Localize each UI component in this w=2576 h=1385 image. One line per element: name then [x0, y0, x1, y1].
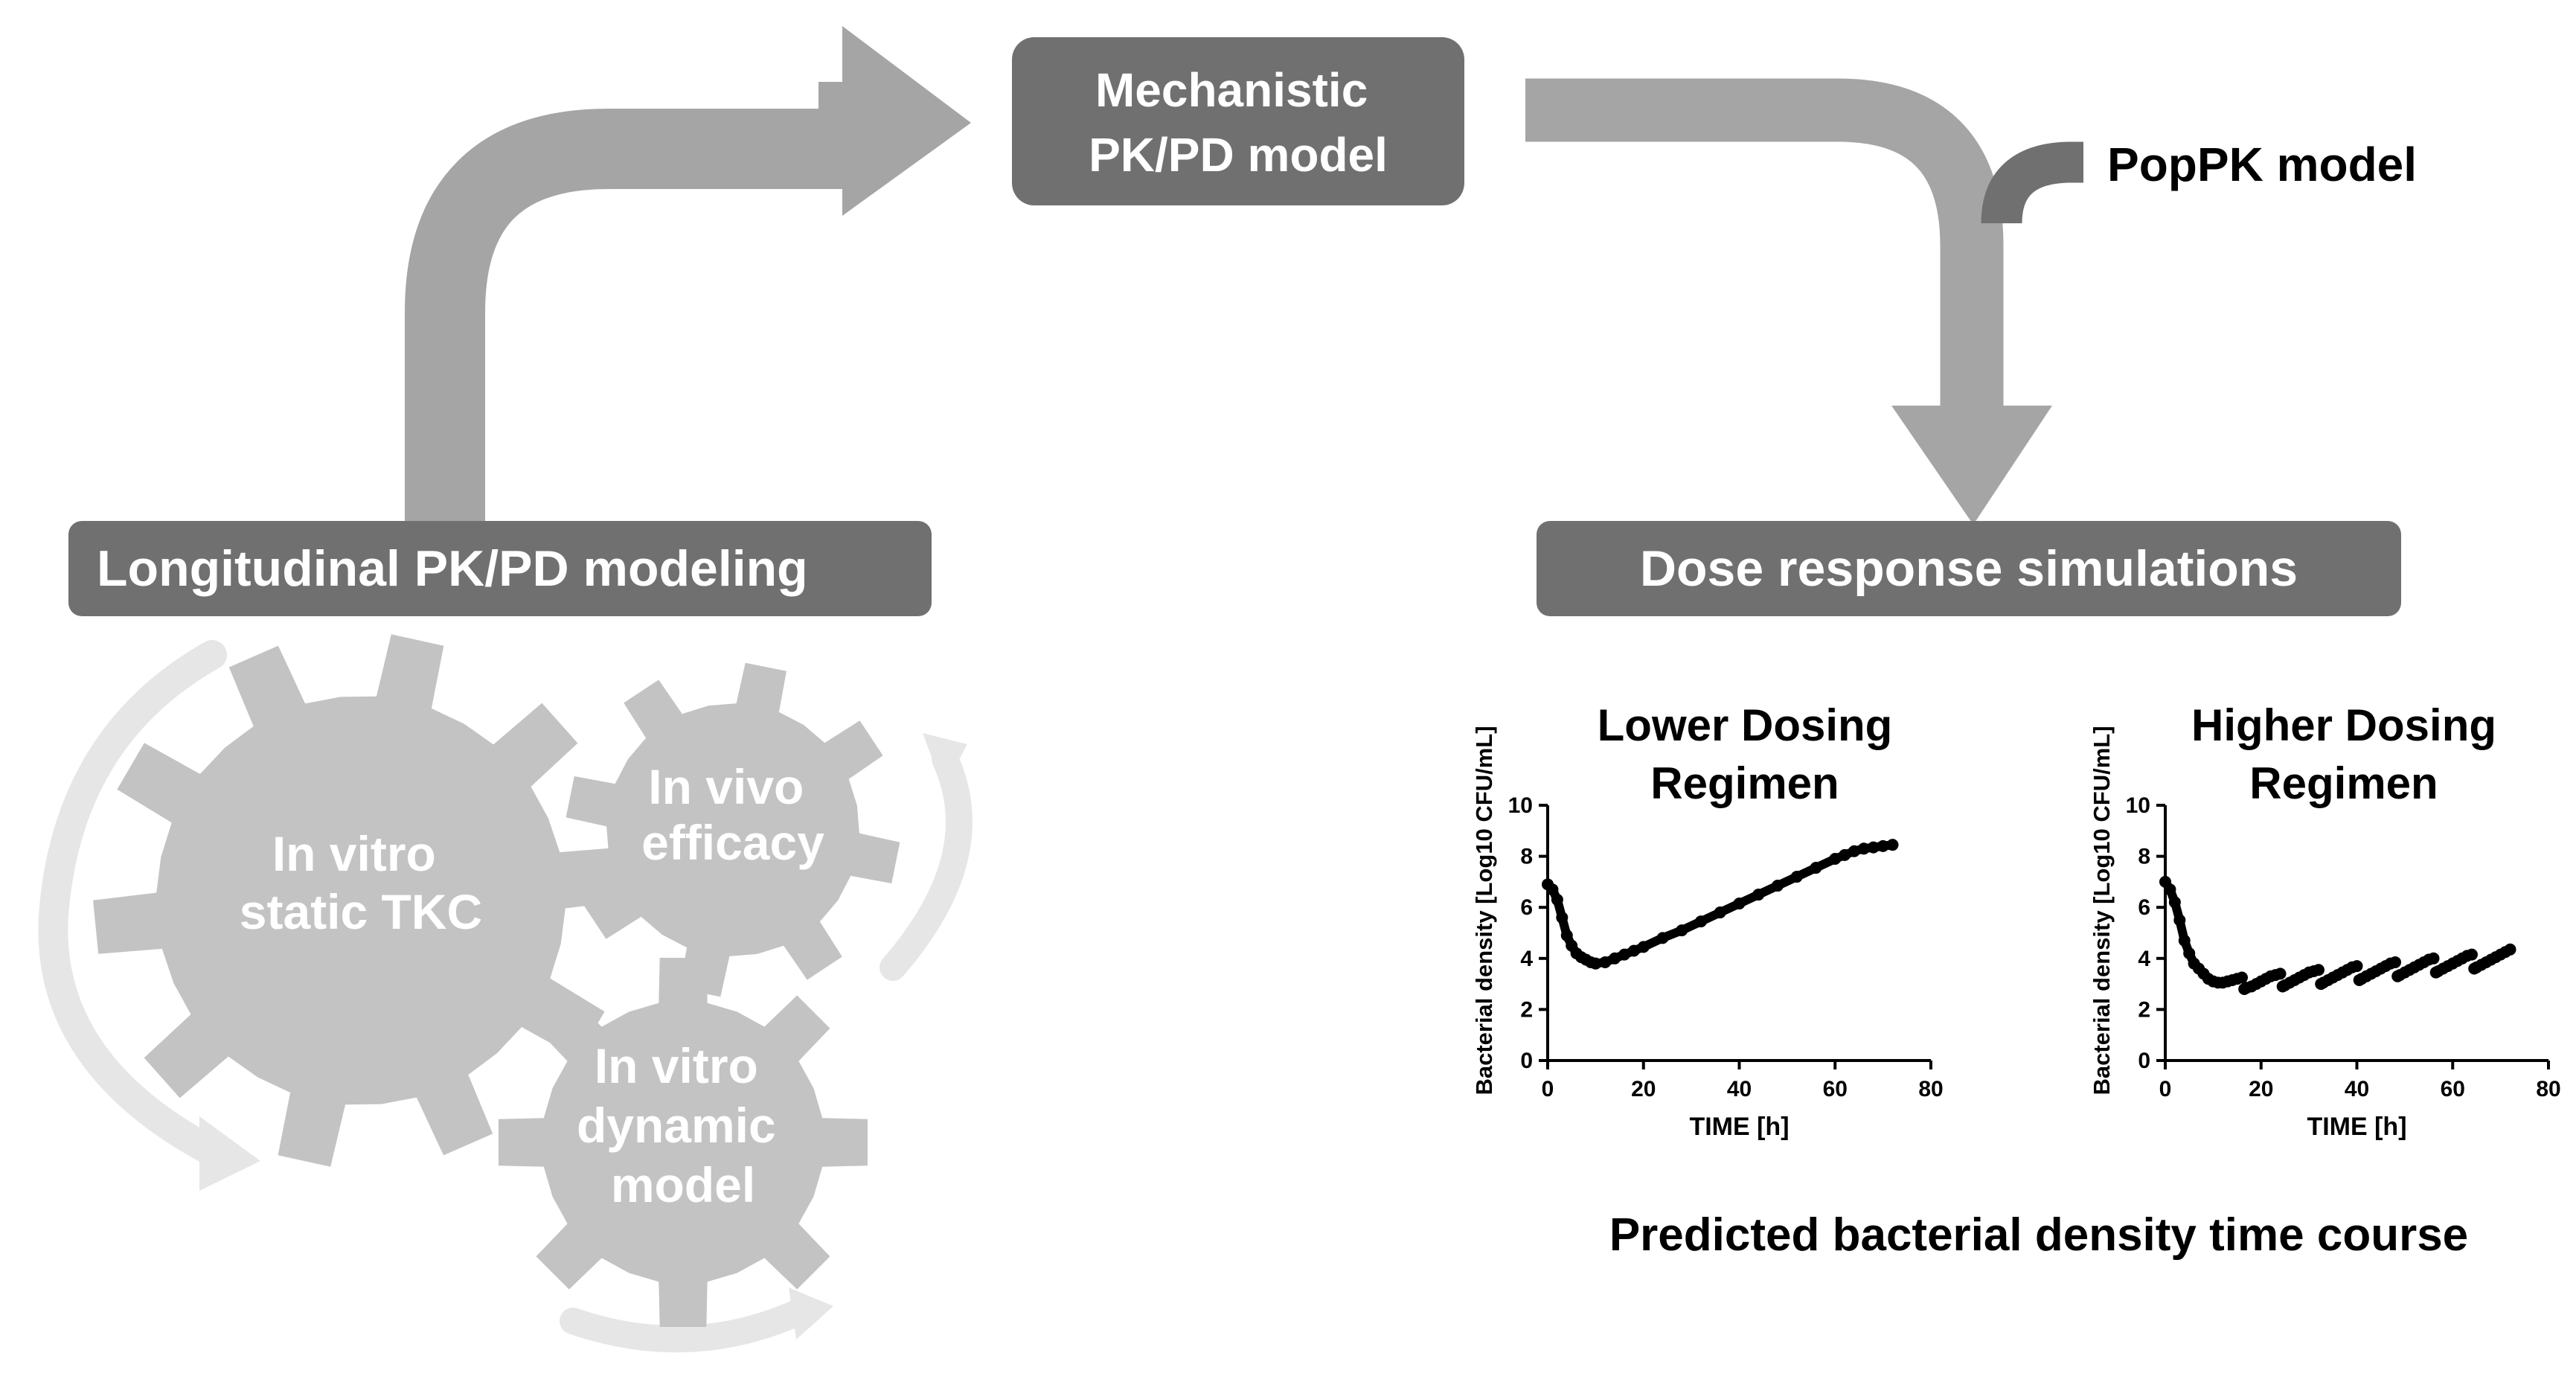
svg-text:In vitro dynamic model: In vitro dynamic model: [577, 1038, 789, 1212]
y-tick-label: 2: [1520, 997, 1533, 1022]
chart-title-line: Lower Dosing: [1598, 700, 1893, 750]
gear-in-vitro-dynamic: [499, 958, 868, 1327]
y-tick-label: 2: [2138, 997, 2150, 1022]
x-axis-label: TIME [h]: [1689, 1113, 1789, 1141]
cycle-arrows: [38, 640, 973, 1353]
poppk-connector: [1981, 141, 2083, 225]
y-tick-label: 10: [1508, 793, 1533, 818]
x-tick-label: 0: [1542, 1077, 1554, 1101]
series-segment: [2424, 953, 2438, 965]
mechanistic-model-box: Mechanistic PK/PD model: [1012, 37, 1464, 205]
x-tick-label: 20: [1631, 1077, 1656, 1101]
y-tick-label: 8: [2138, 845, 2150, 869]
gear-bot-line-1: In vitro: [595, 1038, 758, 1093]
svg-text:Mechanistic PK/PD model: Mechanistic PK/PD model: [1089, 63, 1388, 182]
series-segment: [2348, 962, 2362, 972]
x-tick-label: 0: [2159, 1077, 2172, 1101]
poppk-label: PopPK model: [2107, 138, 2417, 191]
dose-response-label: Dose response simulations: [1640, 540, 2298, 597]
series-segment: [2309, 965, 2323, 976]
y-tick-label: 6: [2138, 895, 2150, 920]
series-segment: [1878, 840, 1897, 851]
gear-big-line-2: static TKC: [240, 884, 482, 939]
svg-text:In vitro static TKC: In vitro static TKC: [240, 826, 482, 939]
gear-tr-line-1: In vivo: [648, 759, 804, 814]
y-tick-label: 8: [1520, 845, 1533, 869]
caption: Predicted bacterial density time course: [1609, 1209, 2468, 1261]
y-tick-label: 0: [1520, 1049, 1533, 1073]
y-tick-label: 4: [1520, 947, 1533, 971]
gear-bot-line-3: model: [611, 1157, 755, 1212]
gear-big-line-1: In vitro: [272, 826, 436, 881]
series-segment: [2386, 957, 2400, 968]
gear-in-vivo: [565, 662, 900, 997]
series-segment: [2232, 973, 2246, 984]
y-tick-label: 6: [1520, 895, 1533, 920]
x-tick-label: 80: [1918, 1077, 1943, 1101]
x-tick-label: 40: [2345, 1077, 2369, 1101]
gear-in-vitro-static: [93, 634, 629, 1167]
y-tick-label: 0: [2138, 1049, 2150, 1073]
x-axis-label: TIME [h]: [2307, 1113, 2406, 1141]
svg-text:In vivo efficacy: In vivo efficacy: [641, 759, 824, 870]
dose-response-box: Dose response simulations: [1537, 521, 2401, 616]
longitudinal-modeling-box: Longitudinal PK/PD modeling: [68, 521, 932, 616]
mechanistic-line-1: Mechanistic: [1095, 63, 1368, 117]
chart-title-line: Regimen: [1650, 758, 1839, 808]
mechanistic-line-2: PK/PD model: [1089, 128, 1388, 182]
y-axis-label: Bacterial density [Log10 CFU/mL]: [1471, 726, 1497, 1095]
x-tick-label: 60: [2441, 1077, 2465, 1101]
x-tick-label: 40: [1727, 1077, 1752, 1101]
series-segment: [2501, 944, 2515, 957]
x-tick-label: 80: [2536, 1077, 2560, 1101]
y-tick-label: 10: [2126, 793, 2150, 818]
gear-tr-line-2: efficacy: [641, 815, 824, 870]
flow-arrow-to-mechanistic: [405, 26, 971, 525]
y-axis-label: Bacterial density [Log10 CFU/mL]: [2089, 726, 2115, 1095]
series-segment: [2462, 950, 2476, 961]
chart-title-line: Higher Dosing: [2191, 700, 2496, 750]
chart-title-line: Regimen: [2249, 758, 2438, 808]
gear-bot-line-2: dynamic: [577, 1098, 776, 1153]
longitudinal-label: Longitudinal PK/PD modeling: [97, 540, 808, 597]
x-tick-label: 20: [2249, 1077, 2273, 1101]
y-tick-label: 4: [2138, 947, 2150, 971]
x-tick-label: 60: [1823, 1077, 1848, 1101]
flow-arrow-to-dose-response: [1525, 78, 2052, 525]
series-segment: [2271, 969, 2285, 980]
